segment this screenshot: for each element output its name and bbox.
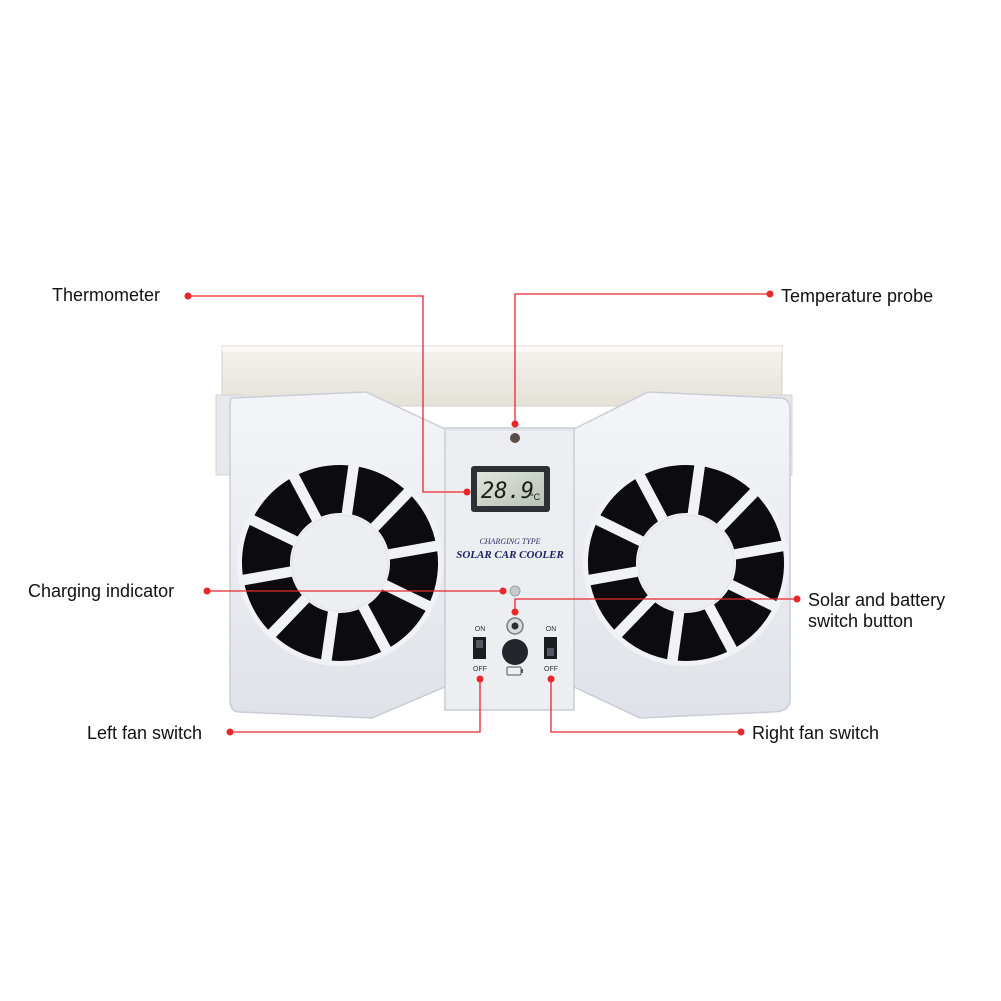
charging-indicator-dot [203, 587, 211, 595]
right-fan-switch-label: Right fan switch [752, 723, 880, 743]
right-fan-switch-dot [737, 728, 745, 736]
left-fan-blade [387, 551, 439, 602]
right-fan-switch-end-dot [547, 675, 555, 683]
left-fan-blade [241, 524, 293, 575]
solar-battery-switch-label-line1: Solar and battery [808, 590, 946, 610]
left-fan-blade [331, 609, 382, 661]
left-switch-on-label: ON [475, 626, 486, 633]
thermometer-leader [188, 295, 467, 493]
charging-indicator-led [509, 585, 521, 597]
solar-battery-switch-dot [793, 595, 801, 603]
temperature-probe-leader [514, 293, 770, 424]
thermometer-end-dot [463, 488, 471, 496]
left-fan-switch-end-dot [476, 675, 484, 683]
right-fan-blade [698, 466, 751, 524]
callout-dots [184, 290, 801, 736]
charging-indicator-end-dot [499, 587, 507, 595]
lcd-unit: °C [530, 492, 541, 502]
left-fan-blade [298, 465, 349, 517]
charging-indicator-label: Charging indicator [28, 581, 175, 601]
solar-battery-switch-button [502, 617, 528, 676]
solar-battery-switch-leader [514, 598, 797, 612]
left-fan-blades [241, 465, 439, 661]
callout-lines [188, 293, 797, 733]
left-fan-blade [378, 496, 436, 550]
left-fan-switch: ON OFF [473, 626, 487, 673]
right-fan-switch-leader [550, 679, 741, 733]
device-label-line2: SOLAR CAR COOLER [456, 549, 564, 561]
lcd-reading: 28.9 [481, 479, 534, 504]
solar-battery-switch-label-line2: switch button [808, 611, 914, 631]
device-label-line1: CHARGING TYPE [479, 537, 540, 546]
right-fan-blade [590, 576, 648, 630]
left-fan-switch-leader [230, 679, 481, 733]
thermometer-dot [184, 292, 192, 300]
right-fan [583, 460, 789, 666]
thermometer-display: 28.9 °C [471, 466, 550, 512]
right-fan-blade [677, 609, 728, 661]
temperature-probe-label: Temperature probe [781, 286, 934, 306]
temperature-probe [510, 433, 520, 443]
left-fan-blade [368, 589, 426, 647]
left-fan-blade [244, 576, 302, 630]
left-fan-blade [254, 479, 312, 537]
right-fan-blade [587, 524, 639, 575]
right-switch-on-label: ON [546, 626, 557, 633]
right-fan-blade [714, 589, 772, 647]
right-fan-blade [733, 551, 785, 602]
left-fan [237, 460, 443, 666]
right-fan-blade [600, 479, 658, 537]
left-fan-blade [352, 466, 405, 524]
left-fan-switch-dot [226, 728, 234, 736]
right-fan-blade [621, 602, 674, 660]
right-fan-blade [644, 465, 695, 517]
right-fan-blade [724, 496, 782, 550]
thermometer-label: Thermometer [52, 285, 161, 305]
left-switch-off-label: OFF [473, 666, 487, 673]
solar-battery-switch-end-dot [511, 608, 519, 616]
temperature-probe-dot [766, 290, 774, 298]
left-fan-switch-label: Left fan switch [87, 723, 203, 743]
left-fan-blade [275, 602, 328, 660]
temperature-probe-end-dot [511, 420, 519, 428]
right-fan-blades [587, 465, 785, 661]
right-fan-switch: ON OFF [544, 626, 558, 673]
right-switch-off-label: OFF [544, 666, 558, 673]
